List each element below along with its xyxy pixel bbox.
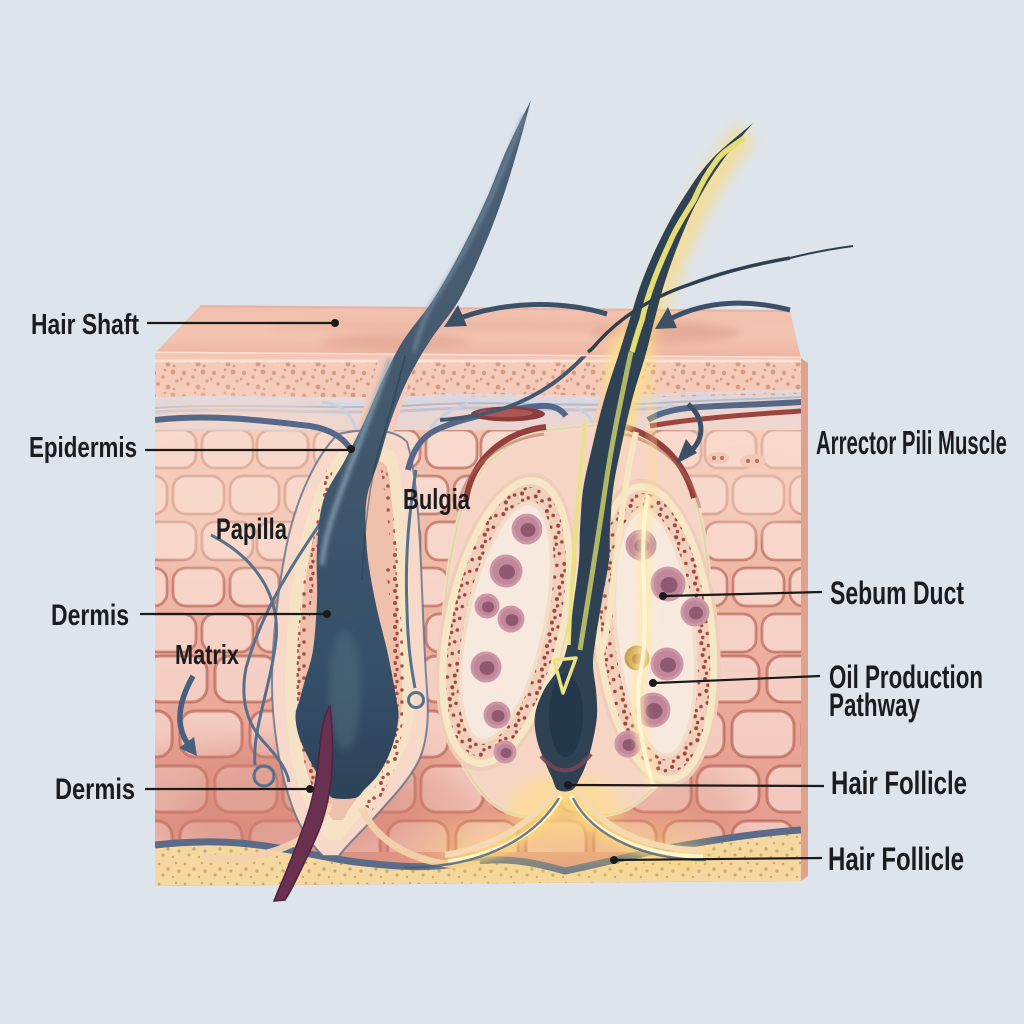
svg-text:Pathway: Pathway: [829, 687, 920, 723]
svg-text:Epidermis: Epidermis: [29, 432, 137, 464]
svg-text:Dermis: Dermis: [55, 773, 135, 806]
svg-text:Bulgia: Bulgia: [403, 484, 471, 516]
svg-text:Oil Production: Oil Production: [829, 659, 983, 695]
svg-text:Sebum Duct: Sebum Duct: [830, 575, 964, 611]
svg-text:Dermis: Dermis: [51, 599, 129, 632]
svg-text:Hair Follicle: Hair Follicle: [831, 765, 967, 801]
svg-text:Hair Shaft: Hair Shaft: [31, 309, 139, 341]
svg-text:Matrix: Matrix: [175, 639, 239, 670]
svg-text:Papilla: Papilla: [216, 513, 287, 546]
svg-text:Arrector Pili Muscle: Arrector Pili Muscle: [816, 424, 1007, 461]
svg-text:Hair Follicle: Hair Follicle: [828, 841, 964, 877]
